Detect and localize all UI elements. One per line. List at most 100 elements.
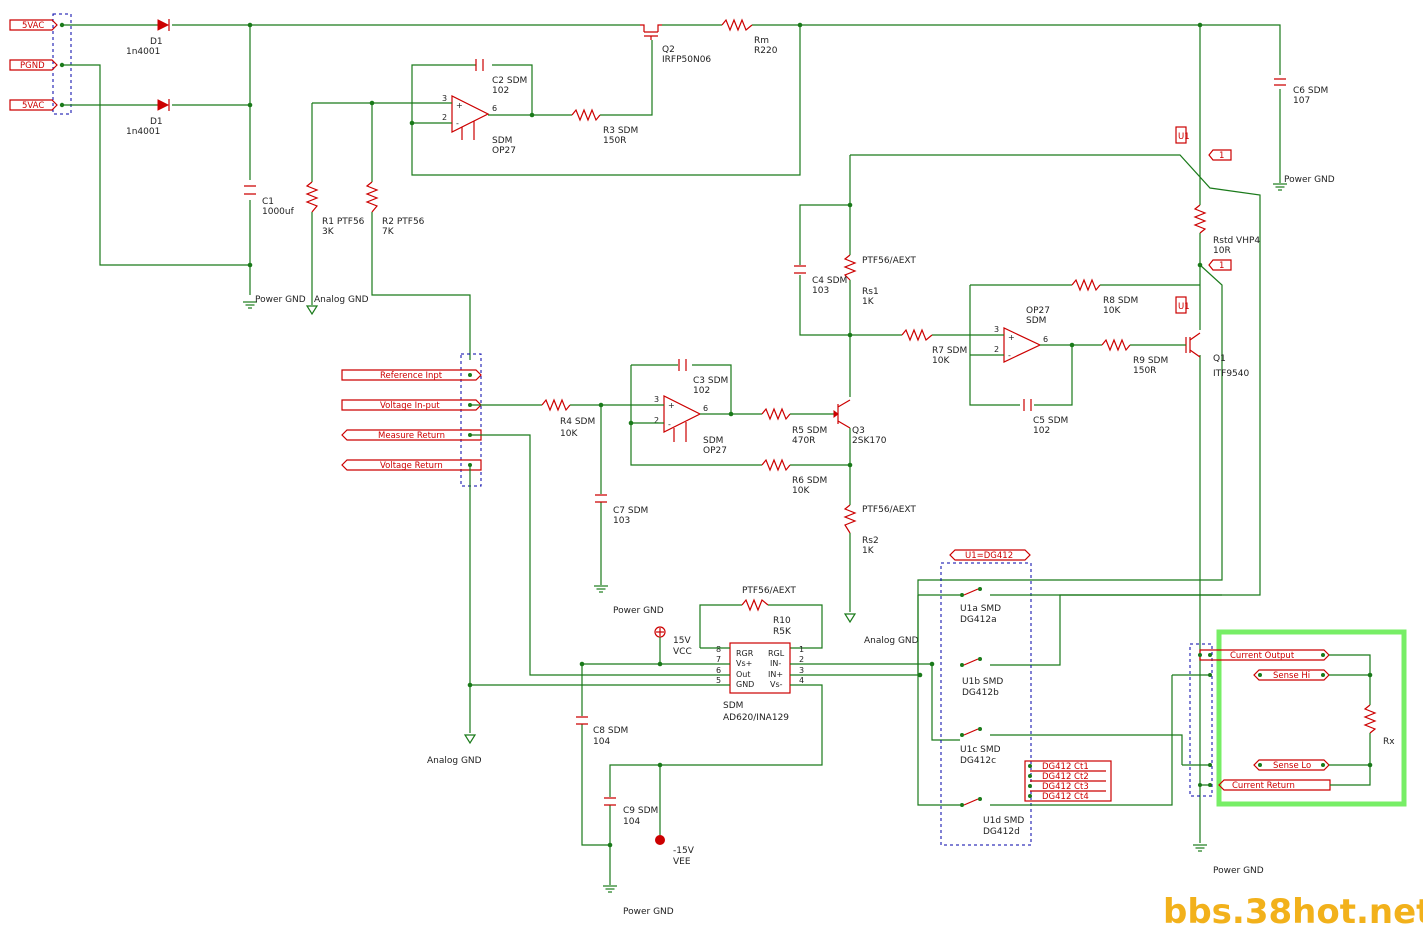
capacitor-c4: C4 SDM 103 [794, 265, 847, 296]
svg-text:Vs+: Vs+ [736, 659, 752, 668]
svg-text:R10: R10 [773, 616, 791, 626]
svg-text:R8 SDM: R8 SDM [1103, 296, 1138, 306]
error-amp-section: PTF56/AEXT Rs1 1K C4 SDM 103 R7 SDM 10K … [794, 155, 1200, 436]
svg-text:R3 SDM: R3 SDM [603, 126, 638, 136]
diode-d1-bottom: D1 1n4001 [126, 99, 170, 137]
capacitor-c3: C3 SDM 102 [678, 359, 728, 396]
svg-text:102: 102 [693, 386, 710, 396]
svg-text:102: 102 [492, 86, 509, 96]
svg-text:103: 103 [613, 516, 630, 526]
svg-text:7K: 7K [382, 227, 395, 237]
svg-text:104: 104 [593, 737, 610, 747]
svg-text:Q1: Q1 [1213, 354, 1226, 364]
svg-text:DG412c: DG412c [960, 756, 996, 766]
svg-text:107: 107 [1293, 96, 1310, 106]
resistor-rs1: PTF56/AEXT Rs1 1K [843, 254, 916, 307]
resistor-r4: R4 SDM 10K [541, 398, 595, 439]
power-supply-section: D1 1n4001 D1 1n4001 C1 1000uf Power GND [62, 19, 640, 309]
svg-text:RGL: RGL [768, 649, 785, 658]
svg-text:103: 103 [812, 286, 829, 296]
svg-text:R1 PTF56: R1 PTF56 [322, 217, 365, 227]
svg-text:PTF56/AEXT: PTF56/AEXT [862, 256, 916, 266]
svg-text:3: 3 [442, 94, 447, 103]
connector-outline [52, 13, 72, 115]
svg-text:DG412 Ct3: DG412 Ct3 [1042, 782, 1089, 792]
svg-text:DG412 Ct4: DG412 Ct4 [1042, 792, 1089, 802]
svg-text:PTF56/AEXT: PTF56/AEXT [862, 505, 916, 515]
svg-text:1000uf: 1000uf [262, 207, 295, 217]
capacitor-c9: C9 SDM 104 [604, 797, 658, 827]
svg-text:Rs2: Rs2 [862, 536, 879, 546]
svg-text:R5 SDM: R5 SDM [792, 426, 827, 436]
svg-text:1K: 1K [862, 546, 875, 556]
svg-text:DG412 Ct2: DG412 Ct2 [1042, 772, 1089, 782]
reference-section: Analog GND R1 PTF56 3K R2 PTF56 7K + - 3… [305, 25, 801, 360]
port-current-return: Current Return [1218, 779, 1331, 791]
flag-u1-top: U1 [1175, 126, 1190, 144]
capacitor-c7: C7 SDM 103 [595, 494, 648, 526]
svg-text:OP27: OP27 [1026, 306, 1050, 316]
svg-text:C9 SDM: C9 SDM [623, 806, 658, 816]
svg-text:Out: Out [736, 670, 751, 679]
svg-text:15V: 15V [673, 636, 691, 646]
capacitor-c2: C2 SDM 102 [475, 59, 527, 96]
power-gnd-label-2: Power GND [1284, 175, 1335, 185]
svg-text:AD620/INA129: AD620/INA129 [723, 713, 789, 723]
svg-text:+: + [668, 401, 675, 410]
resistor-r3: R3 SDM 150R [571, 108, 638, 146]
svg-text:R5K: R5K [773, 627, 792, 637]
diode-d1-top: D1 1n4001 [126, 19, 170, 57]
svg-text:2: 2 [799, 655, 804, 664]
svg-text:104: 104 [623, 817, 640, 827]
svg-text:150R: 150R [1133, 366, 1156, 376]
svg-text:U1a SMD: U1a SMD [960, 604, 1001, 614]
resistor-rstd: Rstd VHP4 10R [1193, 204, 1260, 256]
svg-text:Voltage Return: Voltage Return [380, 461, 443, 471]
resistor-rs2: PTF56/AEXT Rs2 1K [843, 504, 916, 556]
output-section: Current Output Sense Hi Sense Lo Current… [1172, 629, 1407, 876]
svg-text:DG412 Ct1: DG412 Ct1 [1042, 762, 1089, 772]
port-reference-input: Reference Inpt [341, 369, 482, 381]
svg-text:U1=DG412: U1=DG412 [965, 551, 1013, 561]
port-voltage-return: Voltage Return [341, 459, 482, 471]
svg-text:GND: GND [736, 680, 754, 689]
svg-text:10K: 10K [932, 356, 950, 366]
svg-text:8: 8 [716, 645, 721, 654]
svg-text:Sense Hi: Sense Hi [1273, 671, 1310, 681]
svg-text:Current Output: Current Output [1230, 651, 1295, 661]
svg-text:R7 SDM: R7 SDM [932, 346, 967, 356]
u1-title-tag: U1=DG412 [949, 549, 1031, 561]
svg-text:6: 6 [1043, 335, 1048, 344]
svg-text:6: 6 [716, 666, 721, 675]
resistor-r8: R8 SDM 10K [1071, 278, 1138, 316]
analog-gnd-label-1: Analog GND [314, 295, 369, 305]
svg-text:SDM: SDM [723, 701, 743, 711]
svg-text:R9 SDM: R9 SDM [1133, 356, 1168, 366]
opamp-op3: + - 3 2 6 SDM OP27 [654, 395, 727, 456]
resistor-r6: R6 SDM 10K [761, 458, 827, 496]
svg-text:C6 SDM: C6 SDM [1293, 86, 1328, 96]
port-current-output: Current Output [1199, 649, 1330, 661]
resistor-r2: R2 PTF56 7K [365, 181, 425, 237]
svg-text:2: 2 [442, 113, 447, 122]
power-gnd-label-3: Power GND [613, 606, 664, 616]
svg-text:1: 1 [1219, 151, 1224, 161]
watermark: bbs.38hot.net [1163, 892, 1423, 930]
svg-text:Rs1: Rs1 [862, 287, 879, 297]
ina-ad620: RGR Vs+ Out GND RGL IN- IN+ Vs- 8 7 6 5 … [716, 642, 804, 723]
svg-text:470R: 470R [792, 436, 815, 446]
svg-text:C4 SDM: C4 SDM [812, 276, 847, 286]
svg-text:Q2: Q2 [662, 45, 675, 55]
switch-u1c: U1c SMD DG412c [960, 727, 1001, 766]
svg-text:3K: 3K [322, 227, 335, 237]
analog-gnd-label-3: Analog GND [427, 756, 482, 766]
mosfet-q1: Q1 ITF9540 [1185, 332, 1250, 379]
analog-gnd-label-2: Analog GND [864, 636, 919, 646]
switch-u1b: U1b SMD DG412b [960, 657, 1003, 698]
port-pgnd: PGND [9, 59, 58, 71]
flag-1a: 1 [1208, 149, 1232, 161]
svg-text:Rm: Rm [754, 36, 769, 46]
resistor-r1: R1 PTF56 3K [305, 181, 365, 237]
svg-text:DG412d: DG412d [983, 827, 1020, 837]
svg-text:R2 PTF56: R2 PTF56 [382, 217, 425, 227]
